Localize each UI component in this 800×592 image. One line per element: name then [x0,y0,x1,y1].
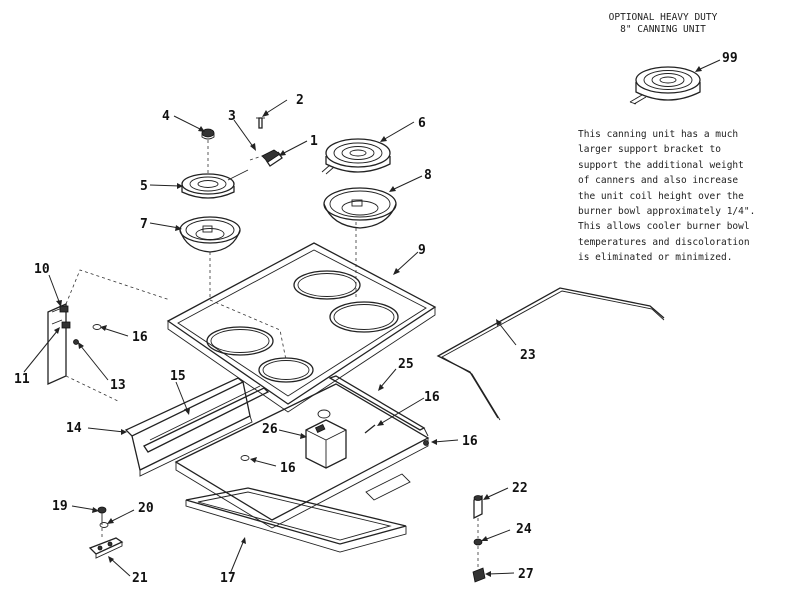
callout-16: 16 [424,390,440,405]
note-line: of canners and also increase [578,175,739,187]
receptacle-1 [261,149,283,167]
callout-20: 20 [138,501,154,516]
heading-line-2: 8" CANNING UNIT [620,24,706,35]
callout-16: 16 [462,434,478,449]
clip-16d [423,440,429,446]
terminal-strip-21 [88,537,124,559]
alignment-line [65,269,171,305]
callout-17: 17 [220,571,236,586]
callout-9: 9 [418,243,426,258]
bolt-22 [473,494,483,520]
callout-3: 3 [228,109,236,124]
cooktop-main-top-9 [166,242,437,413]
callout-5: 5 [140,179,148,194]
surface-element-small-5 [181,169,249,199]
side-trim-10-11 [47,302,71,386]
callout-4: 4 [162,109,170,124]
heading-line-1: OPTIONAL HEAVY DUTY [608,12,718,23]
callout-11: 11 [14,372,30,387]
clip-16b [240,455,250,461]
terminal-block-26 [305,419,347,469]
callout-27: 27 [518,567,534,582]
clip-16a [92,324,102,330]
support-rod-23 [436,287,665,421]
callout-23: 23 [520,348,536,363]
note-line: larger support bracket to [578,144,721,156]
callout-99: 99 [722,51,738,66]
callout-22: 22 [512,481,528,496]
callout-21: 21 [132,571,148,586]
callout-8: 8 [424,168,432,183]
screw-19 [97,506,107,522]
canning-unit-heading: OPTIONAL HEAVY DUTY 8" CANNING UNIT [598,12,728,36]
note-line: temperatures and discoloration [578,236,750,248]
callout-14: 14 [66,421,82,436]
callout-16: 16 [132,330,148,345]
callout-1: 1 [310,134,318,149]
canning-unit-element-99 [629,66,701,105]
alignment-line [207,140,287,361]
note-line: support the additional weight [578,159,744,171]
drip-bowl-large-8 [323,187,397,229]
screw-2 [256,117,265,129]
clip-13 [73,339,79,345]
callout-13: 13 [110,378,126,393]
knob-4 [201,128,215,140]
surface-element-large-6 [321,138,391,175]
drip-bowl-small-7 [179,216,241,253]
callout-26: 26 [262,422,278,437]
note-line: the unit coil height over the [578,190,744,202]
callout-10: 10 [34,262,50,277]
callout-6: 6 [418,116,426,131]
front-panel-14 [124,377,253,477]
callout-25: 25 [398,357,414,372]
callout-24: 24 [516,522,532,537]
clip-16c [364,424,376,434]
alignment-line [249,155,263,161]
callout-7: 7 [140,217,148,232]
leader-lines [23,59,721,577]
washer-20 [99,522,109,528]
callout-19: 19 [52,499,68,514]
callout-16: 16 [280,461,296,476]
note-line: burner bowl approximately 1/4". [578,206,756,218]
alignment-line [65,375,121,403]
note-line: This allows cooler burner bowl [578,221,750,233]
canning-unit-note: This canning unit has a much larger supp… [578,127,790,266]
callout-15: 15 [170,369,186,384]
front-rail-15 [143,385,270,453]
note-line: is eliminated or minimized. [578,252,733,264]
bottom-panel-17 [185,487,407,553]
callout-2: 2 [296,93,304,108]
side-panel-25 [328,375,429,437]
spacer-24 [473,538,483,546]
nut-27 [472,567,486,583]
note-line: This canning unit has a much [578,129,739,140]
